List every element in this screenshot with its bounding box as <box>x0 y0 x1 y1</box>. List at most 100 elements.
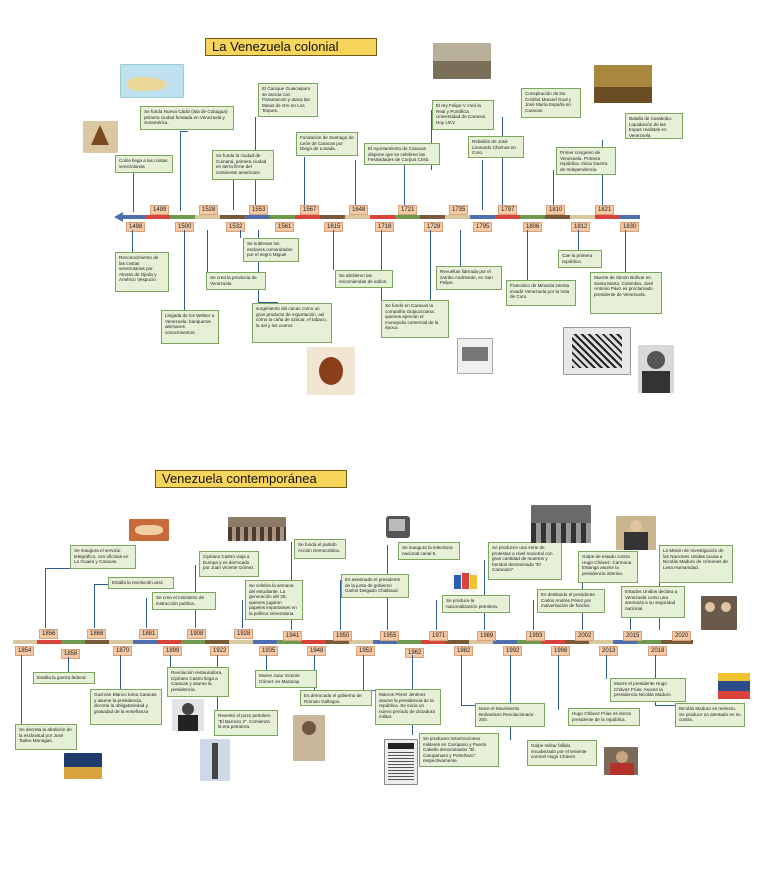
axis-segment <box>220 215 245 219</box>
year-label: 1941 <box>283 631 303 641</box>
year-label: 1989 <box>477 631 497 641</box>
event-card: Reventó el pozo petrolero "El Barroso 2"… <box>214 710 278 736</box>
year-label: 1812 <box>571 222 591 232</box>
year-label: 1982 <box>454 646 474 656</box>
year-label: 1728 <box>424 222 444 232</box>
connector-line <box>340 580 341 630</box>
year-label: 1528 <box>199 205 219 215</box>
axis-segment <box>661 640 693 644</box>
connector-line <box>606 655 607 679</box>
axis-segment <box>469 640 493 644</box>
connector-line <box>430 230 431 300</box>
event-card: Muerte de Simón Bolívar en Santa Marta, … <box>590 272 662 314</box>
connector-line <box>527 230 528 280</box>
connector-line <box>578 230 579 250</box>
axis-segment <box>445 640 469 644</box>
year-label: 1953 <box>356 646 376 656</box>
event-card: Guzmán Blanco toma Caracas y asume la pr… <box>90 689 162 725</box>
event-card: Se funda el partido Acción Democrática. <box>294 539 346 559</box>
axis-segment <box>589 640 613 644</box>
year-label: 1499 <box>150 205 170 215</box>
event-card: Se inaugura la televisora nacional canal… <box>398 542 460 560</box>
connector-line <box>184 230 185 310</box>
year-label: 1922 <box>210 646 230 656</box>
drawing-image <box>563 327 631 375</box>
year-label: 1870 <box>113 646 133 656</box>
ship-image <box>83 121 118 153</box>
year-label: 2013 <box>599 646 619 656</box>
connector-line <box>355 160 356 205</box>
cacao-image <box>307 347 355 395</box>
event-card: Es destituido el presidente Carlos André… <box>537 589 605 613</box>
axis-segment <box>277 640 301 644</box>
year-label: 2015 <box>623 631 643 641</box>
event-card: Se crea la provincia de Venezuela <box>206 272 266 290</box>
connector-line <box>304 157 305 205</box>
event-card: Se abolieron las encomiendas de indios. <box>335 270 393 288</box>
year-label: 1553 <box>249 205 269 215</box>
event-card: Cipriano Castro viaja a Europa y es derr… <box>199 551 259 577</box>
event-card: Se producen Insurrecciones militares en … <box>419 733 499 767</box>
year-label: 1908 <box>187 629 207 639</box>
event-card: El Cacique Guaicaipuro se asocia con Par… <box>258 83 318 117</box>
engraving-image <box>457 338 493 374</box>
axis-segment <box>637 640 661 644</box>
carmona-image <box>616 516 656 550</box>
connector-line <box>45 568 70 569</box>
contemporary-timeline-axis <box>13 640 693 644</box>
colonial-timeline-axis <box>120 215 640 219</box>
event-card: Estalla la revolución azul <box>108 577 174 589</box>
event-card: Llegada de los Welser a Venezuela: banqu… <box>161 310 219 344</box>
axis-segment <box>565 640 589 644</box>
connector-line <box>436 600 437 630</box>
year-label: 1950 <box>333 631 353 641</box>
connector-line <box>333 230 334 270</box>
axis-segment <box>545 215 570 219</box>
axis-segment <box>595 215 620 219</box>
year-label: 2018 <box>648 646 668 656</box>
event-card: Batalla de Carabobo. Liquidación de las … <box>625 113 683 139</box>
connector-line <box>233 180 234 210</box>
event-card: surgimiento del cacao como un gran produ… <box>252 303 332 343</box>
axis-segment <box>620 215 640 219</box>
colonial-axis-arrow-icon <box>114 212 123 222</box>
axis-segment <box>270 215 295 219</box>
year-label: 1735 <box>449 205 469 215</box>
event-card: Es asesinado el presidente de la junta d… <box>341 574 409 598</box>
year-label: 1718 <box>375 222 395 232</box>
monagas-painting-image <box>64 753 102 779</box>
portrait-image <box>638 345 674 393</box>
event-card: Se celebra la semana del estudiante. La … <box>245 580 303 620</box>
year-label: 2002 <box>575 631 595 641</box>
axis-segment <box>13 640 37 644</box>
connector-line <box>180 131 181 211</box>
year-label: 1971 <box>429 631 449 641</box>
axis-segment <box>397 640 421 644</box>
colonial-title: La Venezuela colonial <box>205 38 377 56</box>
chavez-image <box>604 747 638 775</box>
event-card: Nace el Movimiento Bolivariano Revolucio… <box>475 703 545 727</box>
event-card: El rey Felipe V creó la Real y Pontifici… <box>432 100 494 130</box>
event-card: Se produce la nacionalización petrolera. <box>442 595 510 613</box>
year-label: 1998 <box>551 646 571 656</box>
year-label: 1899 <box>163 646 183 656</box>
year-label: 1532 <box>226 222 246 232</box>
year-label: 1810 <box>546 205 566 215</box>
axis-segment <box>493 640 517 644</box>
event-card: Estados Unidos declara a Venezuela como … <box>621 586 685 618</box>
oil-well-image <box>200 739 230 781</box>
connector-line <box>431 110 432 170</box>
year-label: 1856 <box>39 629 59 639</box>
axis-segment <box>170 215 195 219</box>
event-card: Cae la primera república. <box>558 250 602 268</box>
event-card: Golpe de estado contra Hugo Chávez. Carm… <box>578 551 638 583</box>
television-image <box>386 516 410 538</box>
connector-line <box>510 655 511 740</box>
axis-segment <box>181 640 205 644</box>
axis-segment <box>195 215 220 219</box>
connector-line <box>133 172 134 212</box>
axis-segment <box>421 640 445 644</box>
connector-line <box>461 705 475 706</box>
axis-segment <box>301 640 325 644</box>
axis-segment <box>370 215 395 219</box>
